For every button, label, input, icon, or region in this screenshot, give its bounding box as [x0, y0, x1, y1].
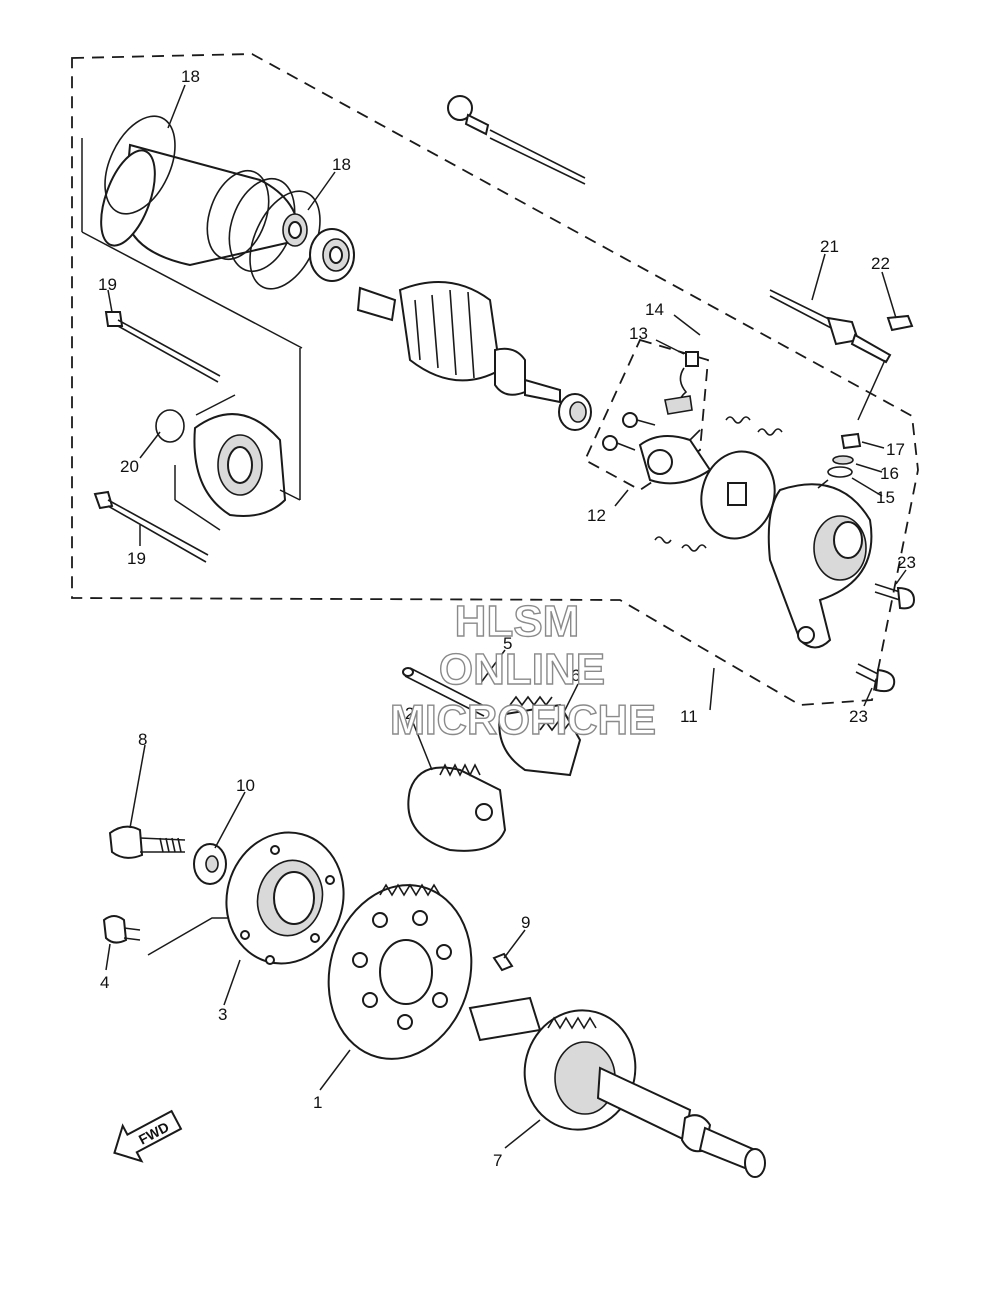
bearing-part [309, 228, 355, 282]
washer-part [827, 466, 853, 478]
callout-23: 23 [849, 707, 868, 726]
spring-part [681, 544, 707, 552]
rear-cover-part [193, 413, 287, 517]
long-bolt-part [93, 490, 209, 563]
callout-3: 3 [218, 1005, 227, 1024]
starter-assembly-outline [71, 53, 919, 706]
bolt-part [874, 583, 916, 610]
nut-part [886, 314, 914, 332]
callout-22: 22 [871, 254, 890, 273]
idler-gear-part [498, 695, 582, 777]
nut-part [840, 432, 862, 450]
callout-17: 17 [886, 440, 905, 459]
washer-part [832, 455, 854, 465]
brush-part [664, 351, 699, 415]
front-cover-part [767, 483, 873, 649]
starter-yoke-part [100, 143, 308, 273]
screw-part [602, 412, 656, 451]
callout-4: 4 [100, 973, 109, 992]
callout-2: 2 [405, 704, 414, 723]
callout-6: 6 [571, 666, 580, 685]
fwd-arrow-icon: FWD [113, 1109, 183, 1163]
watermark-line-1: HLSM [455, 597, 580, 646]
callout-5: 5 [503, 634, 512, 653]
starter-idle-gear-part [407, 763, 507, 852]
callout-23: 23 [897, 553, 916, 572]
key-part [492, 952, 514, 972]
o-ring-part [155, 409, 185, 443]
callout-10: 10 [236, 776, 255, 795]
callout-12: 12 [587, 506, 606, 525]
bolt-part [102, 915, 141, 944]
flange-bolt-part [108, 825, 186, 859]
o-ring-part [104, 115, 176, 215]
long-bolt-part [104, 311, 221, 383]
callout-13: 13 [629, 324, 648, 343]
callout-16: 16 [880, 464, 899, 483]
callout-9: 9 [521, 913, 530, 932]
callout-18: 18 [332, 155, 351, 174]
bolt-part [855, 663, 896, 693]
end-plate-part [700, 450, 776, 540]
spring-part [757, 428, 783, 436]
shaft-part [468, 996, 766, 1178]
starter-wheel-gear-part [327, 883, 473, 1060]
callout-1: 1 [313, 1093, 322, 1112]
spring-part [725, 416, 751, 424]
callout-18: 18 [181, 67, 200, 86]
starter-clutch-part [225, 831, 345, 965]
callout-14: 14 [645, 300, 664, 319]
callout-15: 15 [876, 488, 895, 507]
callout-7: 7 [493, 1151, 502, 1170]
watermark-line-2: ONLINE [439, 645, 605, 694]
callout-11: 11 [680, 707, 698, 726]
lead-wire-part [447, 95, 892, 364]
callout-21: 21 [820, 237, 839, 256]
armature-part [356, 281, 592, 431]
callout-8: 8 [138, 730, 147, 749]
spring-part [654, 536, 672, 544]
idler-shaft-part [402, 667, 489, 717]
brush-plate-part [638, 429, 712, 485]
watermark-line-3: MICROFICHE [390, 696, 656, 743]
callout-19: 19 [98, 275, 117, 294]
callout-20: 20 [120, 457, 139, 476]
washer-part [193, 843, 227, 885]
callout-19: 19 [127, 549, 146, 568]
